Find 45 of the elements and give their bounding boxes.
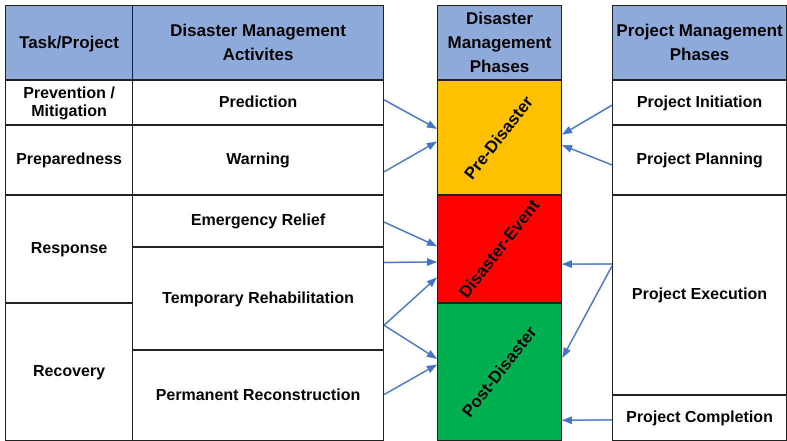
task-cell — [5, 80, 133, 125]
cell-text: Emergency Relief — [190, 212, 326, 230]
arrow — [562, 144, 612, 166]
cell-text: Temporary Rehabilitation — [162, 290, 354, 308]
cell-text: Prevention / Mitigation — [22, 84, 116, 120]
arrow — [562, 260, 612, 268]
phase-box — [437, 303, 562, 441]
arrow — [562, 416, 612, 424]
column-header: Disaster Management Phases — [437, 5, 562, 80]
activity-cell — [132, 80, 384, 125]
phase-box — [437, 195, 562, 303]
cell-text: Permanent Reconstruction — [156, 386, 360, 404]
arrow — [384, 221, 437, 246]
arrow — [384, 278, 437, 326]
cell-text: Project Initiation — [636, 94, 762, 112]
cell-text: Project Planning — [636, 151, 763, 169]
project-phase-cell — [612, 125, 787, 195]
column-header: Task/Project — [5, 5, 133, 80]
cell-text: Warning — [226, 151, 290, 169]
task-cell — [5, 125, 133, 195]
project-phase-cell — [612, 80, 787, 125]
arrow — [384, 141, 437, 173]
cell-text: Preparedness — [16, 151, 122, 169]
cell-text: Recovery — [32, 363, 106, 381]
cell-text: Response — [30, 240, 108, 258]
arrow — [562, 266, 613, 358]
arrow — [384, 324, 437, 359]
activity-cell — [132, 125, 384, 195]
project-phase-cell — [612, 195, 787, 395]
cell-text: Prediction — [218, 94, 298, 112]
activity-cell — [132, 195, 384, 247]
cell-text: Project Completion — [626, 409, 773, 427]
activity-cell — [132, 247, 384, 350]
column-header: Disaster Management Activites — [132, 5, 384, 80]
arrow — [384, 99, 437, 129]
task-cell — [5, 195, 133, 303]
arrow — [384, 258, 437, 266]
phase-box — [437, 80, 562, 195]
task-cell — [5, 303, 133, 441]
activity-cell — [132, 350, 384, 441]
arrow — [562, 104, 612, 135]
cell-text: Project Execution — [632, 286, 768, 304]
arrow — [384, 364, 437, 396]
column-header: Project Management Phases — [612, 5, 787, 80]
project-phase-cell — [612, 395, 787, 441]
